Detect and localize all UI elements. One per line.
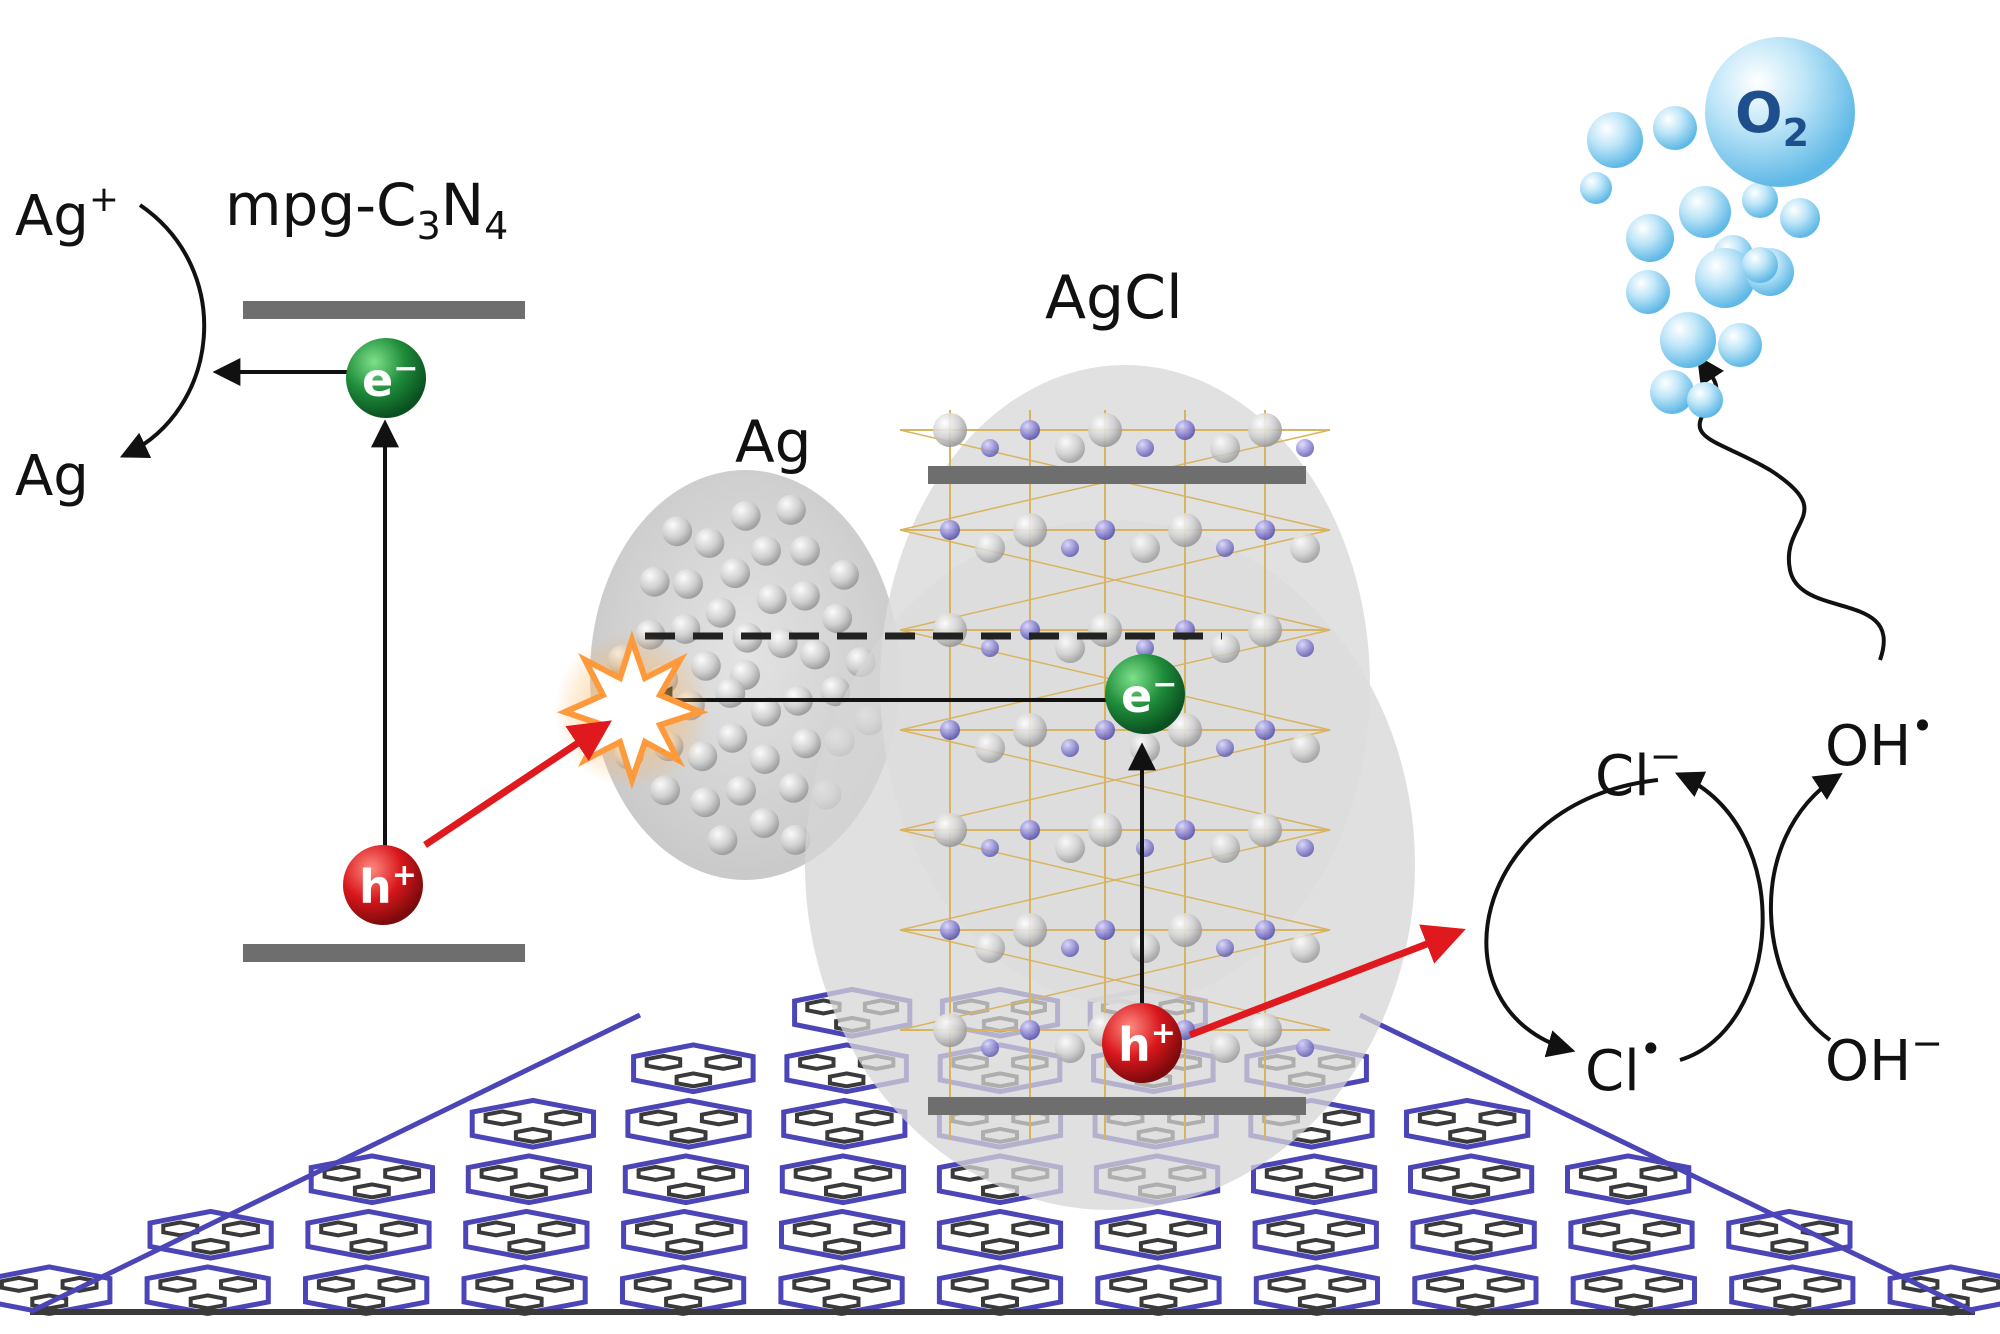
svg-text:e−: e− (362, 351, 418, 407)
ag-ion-label: Ag+ (15, 179, 119, 249)
chlorine-radical-regeneration-arrow (1674, 771, 1765, 1062)
ag-particle-label: Ag (735, 408, 812, 476)
oxygen-bubbles (1580, 106, 1820, 418)
silver-reduction-arrow (119, 203, 207, 459)
o2-label: O2 (1735, 81, 1809, 155)
ag-metal-label: Ag (15, 444, 89, 509)
recombination-flash-icon (554, 630, 710, 790)
hole-mpg: h+ (343, 845, 423, 925)
oxygen-evolution-arrow (1696, 355, 1886, 661)
electron-mpg: e− (346, 338, 426, 418)
chloride-oxidation-arrow (1484, 778, 1659, 1058)
svg-text:h+: h+ (1118, 1016, 1176, 1072)
electron-agcl: e− (1105, 654, 1185, 734)
hydroxide-ion-label: OH− (1825, 1021, 1943, 1094)
agcl-label: AgCl (1045, 263, 1183, 333)
agcl-conduction-band (928, 466, 1306, 484)
hole-transfer-arrow-agcl (1188, 924, 1466, 1039)
hydroxyl-radical-label: OH• (1825, 704, 1934, 779)
chloride-ion-label: Cl− (1595, 734, 1682, 809)
o2-bubble: O2 (1705, 37, 1855, 187)
mpg-valence-band (243, 944, 525, 962)
hole-transfer-arrow-mpg (423, 720, 612, 848)
mpg-c3n4-label: mpg-C3N4 (225, 171, 508, 248)
hydroxyl-oxidation-arrow (1768, 772, 1843, 1042)
hole-agcl: h+ (1102, 1003, 1182, 1083)
svg-text:h+: h+ (359, 858, 417, 914)
svg-text:e−: e− (1121, 667, 1177, 723)
chlorine-radical-label: Cl• (1585, 1027, 1662, 1104)
agcl-valence-band (928, 1097, 1306, 1115)
mpg-conduction-band (243, 301, 525, 319)
agcl-crystal (805, 365, 1415, 1210)
